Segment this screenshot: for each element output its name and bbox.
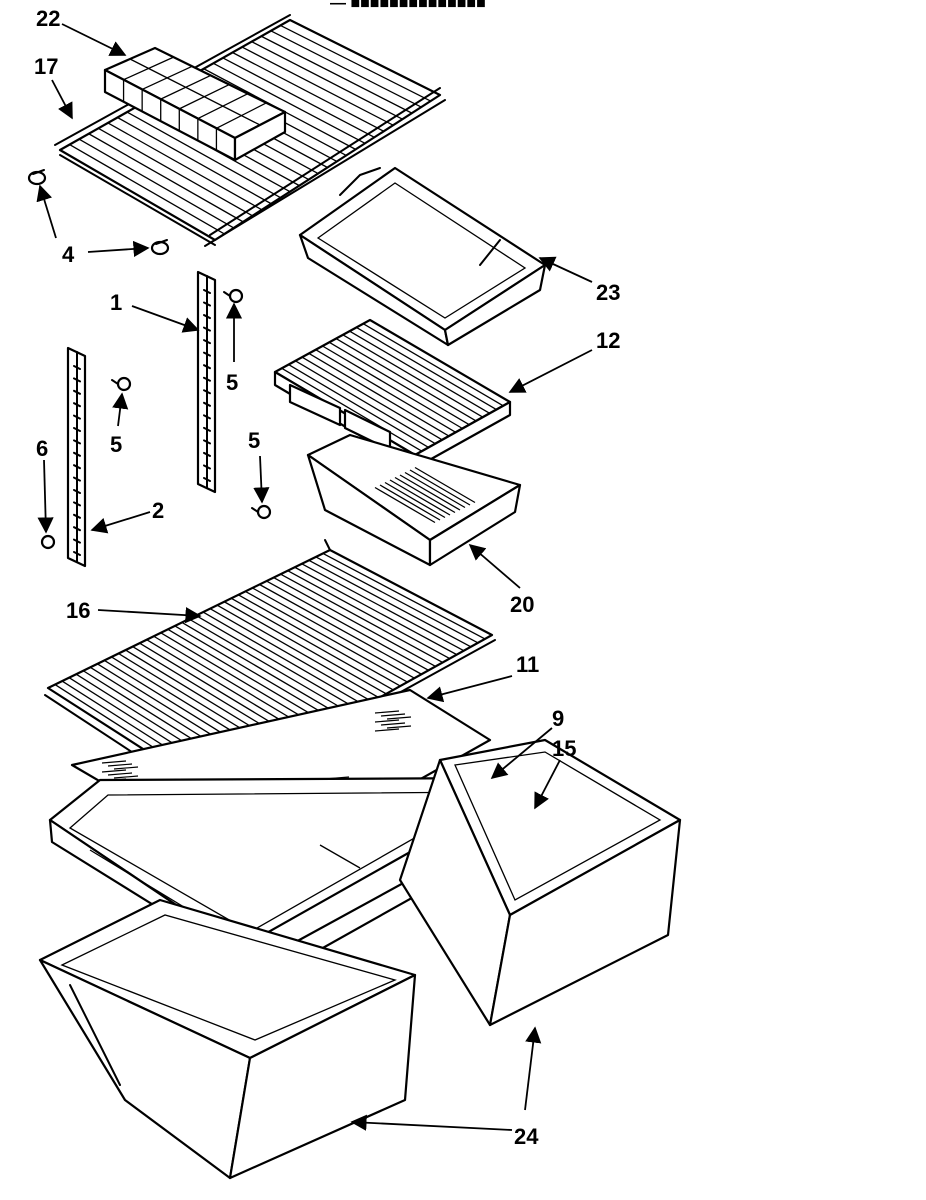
leader-1 [131, 305, 200, 333]
leader-24b [524, 1026, 542, 1111]
callout-23: 23 [596, 280, 620, 305]
leader-17 [51, 79, 73, 120]
shelf-ladder-right [196, 270, 217, 494]
leader-11 [426, 675, 513, 703]
callout-12: 12 [596, 328, 620, 353]
callout-11: 11 [516, 652, 539, 677]
freezer-basket [298, 166, 547, 347]
callout-15: 15 [552, 736, 576, 761]
leader-5b [112, 392, 129, 427]
leader-5c [253, 455, 270, 504]
screw-1 [223, 288, 244, 304]
callout-22: 22 [36, 6, 60, 31]
crisper-drawer-left [38, 898, 417, 1180]
shelf-stop-left [27, 169, 47, 186]
shelf-ladder-left [66, 346, 87, 568]
meat-drawer-cover [273, 318, 512, 470]
shelf-stop-right [150, 239, 170, 256]
meat-drawer [306, 433, 522, 567]
leader-20 [468, 543, 521, 589]
leader-lines [36, 23, 593, 1131]
leader-24a [350, 1114, 513, 1131]
leader-12 [508, 349, 593, 393]
screw-4 [40, 534, 56, 550]
callout-2: 2 [152, 498, 164, 523]
callout-16: 16 [66, 598, 90, 623]
leader-16 [97, 607, 202, 624]
leader-2 [90, 511, 151, 534]
leader-15 [534, 759, 561, 810]
leader-6 [37, 459, 54, 534]
callout-5a: 5 [226, 370, 238, 395]
crisper-drawer-right [398, 738, 682, 1027]
callout-9: 9 [552, 706, 564, 731]
callout-6: 6 [36, 436, 48, 461]
leader-4a [36, 184, 57, 239]
header-fragment: — ■■■■■■■■■■■■■■ [330, 0, 486, 12]
callout-24: 24 [514, 1124, 539, 1149]
callout-4: 4 [62, 242, 75, 267]
leader-9 [490, 727, 553, 780]
callout-20: 20 [510, 592, 534, 617]
leader-22 [61, 23, 127, 56]
leader-23 [538, 256, 593, 283]
screw-2 [111, 376, 132, 392]
callout-1: 1 [110, 290, 122, 315]
leader-4b [87, 240, 150, 258]
ice-cube-tray [103, 46, 287, 162]
callout-17: 17 [34, 54, 58, 79]
callout-5b: 5 [110, 432, 122, 457]
screw-3 [251, 504, 272, 520]
callout-5c: 5 [248, 428, 260, 453]
